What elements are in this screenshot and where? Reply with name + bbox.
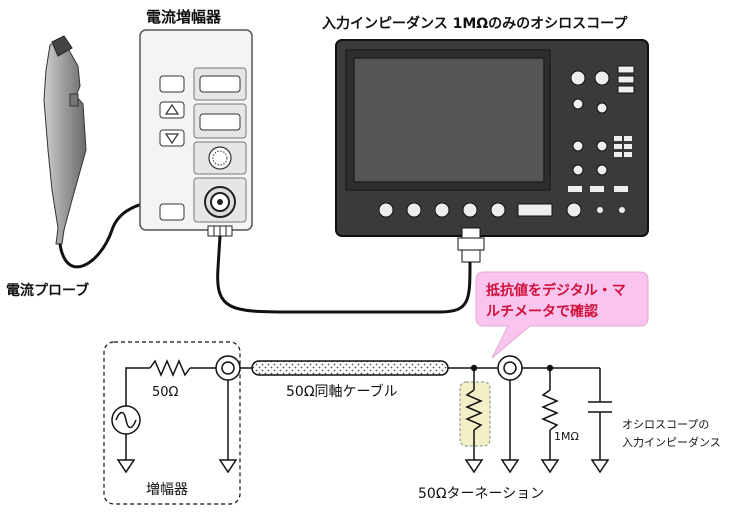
scope-resistor xyxy=(541,389,559,431)
scope-imp-line2: 入力インピーダンス xyxy=(622,435,721,449)
termination-resistor xyxy=(465,389,483,431)
oscilloscope xyxy=(335,39,649,263)
scope-title: 入力インピーダンス 1MΩのみのオシロスコープ xyxy=(322,15,628,32)
termination-label: 50Ωターネーション xyxy=(418,486,544,502)
amp-device xyxy=(139,29,253,237)
cable-label: 50Ω同軸ケーブル xyxy=(286,383,398,400)
termination-highlight xyxy=(459,381,491,447)
dmm-callout: 抵抗値をデジタル・マ ルチメータで確認 xyxy=(475,271,649,359)
amp-input-connector xyxy=(204,186,236,218)
triangle-up-icon xyxy=(164,103,180,115)
scope-imp-line1: オシロスコープの xyxy=(622,418,709,431)
bnc-cable xyxy=(216,235,472,314)
schematic xyxy=(103,341,612,505)
triangle-down-icon xyxy=(164,133,180,145)
probe-label: 電流プローブ xyxy=(6,282,89,299)
knob-icon xyxy=(208,146,232,170)
amplifier-label: 増幅器 xyxy=(146,482,188,498)
ac-source-icon xyxy=(111,405,141,435)
callout-line1: 抵抗値をデジタル・マ xyxy=(486,282,626,299)
callout-line2: ルチメータで確認 xyxy=(486,303,598,320)
r-source-label: 50Ω xyxy=(152,385,179,400)
r-scope-label: 1MΩ xyxy=(554,430,579,443)
current-probe xyxy=(43,35,87,245)
amp-device-title: 電流増幅器 xyxy=(146,8,222,26)
scope-screen xyxy=(353,57,545,183)
source-resistor xyxy=(149,359,191,377)
